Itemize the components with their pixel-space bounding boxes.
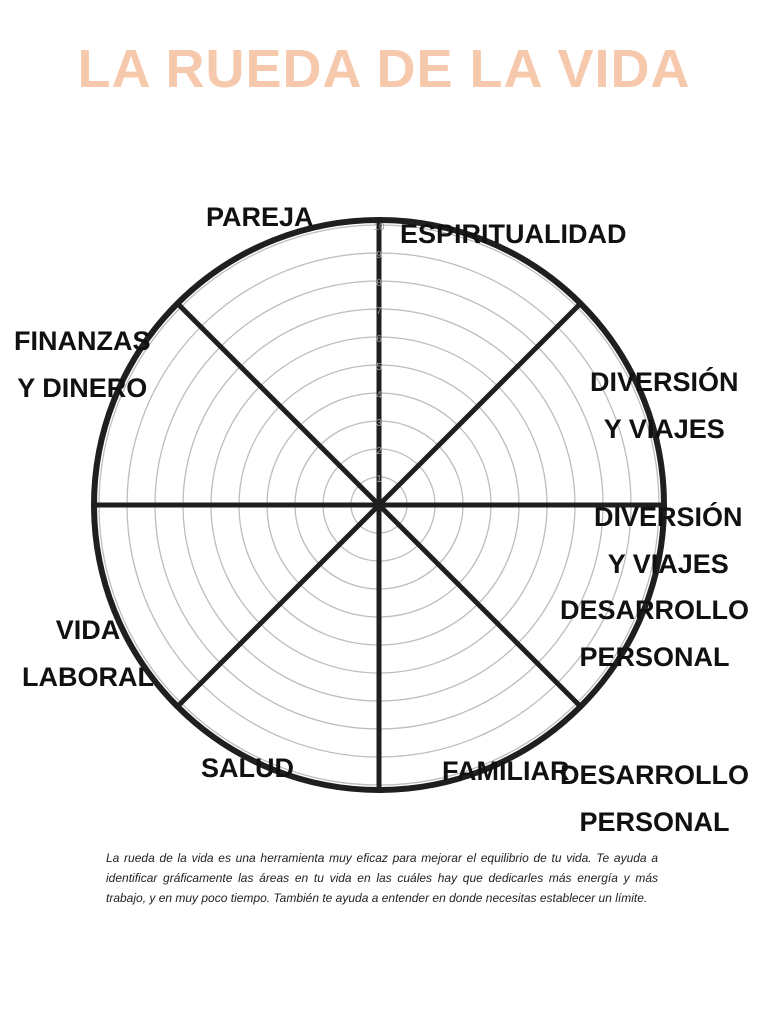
label-familiar: FAMILIAR — [442, 756, 570, 786]
wheel-spoke — [377, 301, 583, 507]
label-vida-laboral: VIDA LABORAL — [22, 615, 154, 692]
wheel-spoke — [175, 301, 381, 507]
scale-number: 1 — [376, 474, 382, 485]
wheel-spoke — [175, 503, 381, 709]
label-salud: SALUD — [201, 753, 294, 783]
description-paragraph: La rueda de la vida es una herramienta m… — [106, 851, 658, 905]
scale-number: 7 — [376, 306, 382, 317]
label-diversion-y-viajes-upper: DIVERSIÓN Y VIAJES — [590, 367, 739, 444]
scale-number: 4 — [376, 390, 382, 401]
wheel-spokes — [94, 220, 664, 790]
label-pareja: PAREJA — [206, 202, 314, 232]
scale-number: 9 — [376, 250, 382, 261]
scale-number: 8 — [376, 278, 382, 289]
label-finanzas-y-dinero: FINANZAS Y DINERO — [14, 326, 151, 403]
scale-number: 3 — [376, 418, 382, 429]
wheel-spoke — [377, 503, 583, 709]
scale-number: 5 — [376, 362, 382, 373]
page-title: LA RUEDA DE LA VIDA — [77, 39, 691, 99]
label-desarrollo-personal-bottom: DESARROLLO PERSONAL — [560, 760, 749, 837]
scale-numbers: 1 2 3 4 5 6 7 8 9 10 — [373, 222, 385, 485]
label-espiritualidad: ESPIRITUALIDAD — [400, 219, 627, 249]
label-diversion-y-viajes-right: DIVERSIÓN Y VIAJES — [594, 502, 743, 579]
label-desarrollo-personal-right: DESARROLLO PERSONAL — [560, 595, 749, 672]
scale-number: 10 — [373, 222, 385, 233]
wheel-outer-circle — [91, 217, 667, 793]
scale-number: 6 — [376, 334, 382, 345]
scale-number: 2 — [376, 446, 382, 457]
